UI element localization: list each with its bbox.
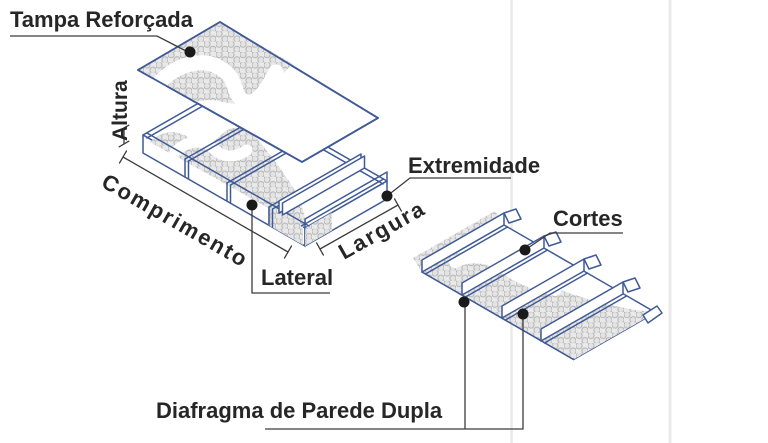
dim-largura	[315, 198, 403, 256]
sheet-wall3-flap	[622, 277, 641, 293]
dimensions	[118, 124, 403, 259]
dot-diafragma-1	[458, 296, 470, 308]
diaphragm-sheet	[413, 208, 663, 361]
box-front-dividers	[184, 158, 274, 228]
dot-extremidade	[381, 190, 393, 202]
sheet-front-edge	[421, 271, 575, 361]
dim-tick	[118, 140, 130, 148]
leader-lateral	[251, 205, 330, 294]
sheet-wall3-fold	[543, 295, 628, 344]
lid	[137, 21, 379, 163]
dim-tick	[118, 150, 128, 164]
dot-diafragma-2	[517, 308, 529, 320]
sheet-wall1-fold	[464, 249, 549, 298]
dim-tick	[393, 198, 403, 212]
lid-outline	[137, 21, 379, 163]
label-diafragma: Diafragma de Parede Dupla	[156, 398, 443, 423]
label-extremidade: Extremidade	[408, 153, 540, 178]
box-end-lip-inner	[300, 178, 385, 227]
dot-lateral	[246, 199, 258, 211]
sheet-wall2-flap	[583, 254, 602, 270]
label-tampa-reforcada: Tampa Reforçada	[10, 7, 194, 32]
box-mesh-gap	[169, 136, 253, 162]
dim-altura	[118, 124, 130, 148]
sheet-wall0-fold	[424, 226, 509, 275]
dot-cortes	[519, 244, 531, 256]
leader-tampa	[10, 35, 189, 53]
dot-tampa	[184, 46, 196, 58]
dim-tick	[283, 245, 293, 259]
leader-cortes	[524, 232, 623, 251]
leader-diafragma	[265, 302, 524, 430]
leader-extremidade	[386, 177, 511, 197]
dim-tick	[118, 124, 130, 132]
leader-dots	[184, 46, 531, 320]
lid-mesh-gap	[150, 55, 284, 110]
box-end-mesh	[305, 212, 332, 246]
sheet-wall1-flap	[543, 231, 562, 247]
label-cortes: Cortes	[553, 206, 623, 231]
label-altura: Altura	[109, 80, 132, 141]
dim-tick	[315, 242, 325, 256]
sheet-end-flange	[642, 305, 663, 324]
sheet-wall0-flap	[503, 208, 522, 224]
box-end-diaphragm-wall-2	[281, 155, 366, 216]
box-front-mesh	[268, 207, 303, 245]
dim-comprimento	[118, 150, 293, 259]
leader-lines	[10, 35, 623, 430]
label-lateral: Lateral	[261, 265, 333, 290]
